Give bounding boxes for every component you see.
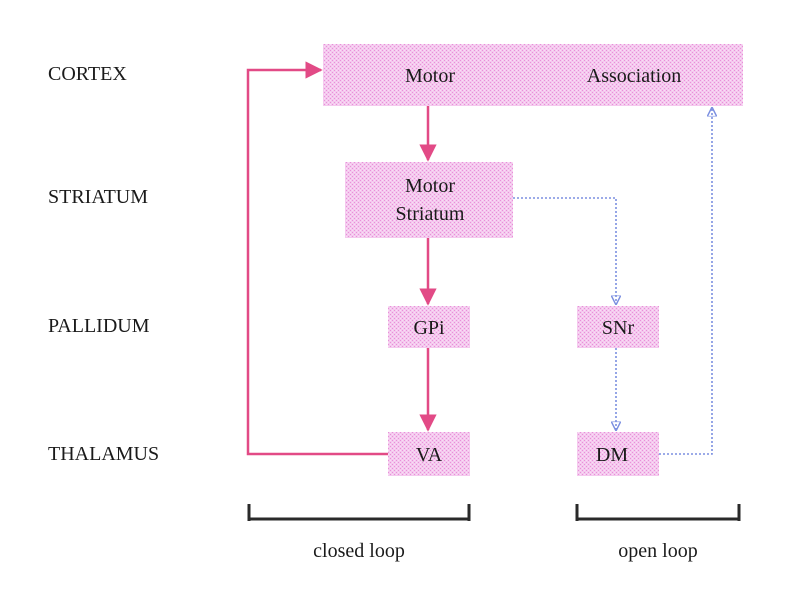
- arrow-va-to-motor-cortex: [246, 61, 388, 456]
- node-motor-striatum-line1: Motor: [405, 175, 455, 197]
- gpi-box: [388, 306, 470, 348]
- node-snr: SNr: [602, 317, 635, 339]
- node-motor-striatum-line2: Striatum: [396, 203, 465, 225]
- level-label-pallidum: PALLIDUM: [48, 315, 150, 337]
- node-va: VA: [416, 444, 443, 466]
- va-box: [388, 432, 470, 476]
- level-label-cortex: CORTEX: [48, 63, 127, 85]
- node-association-cortex: Association: [587, 65, 681, 87]
- dm-box: [577, 432, 659, 476]
- motor-striatum-box: [345, 162, 513, 238]
- arrow-striatum-to-snr: [513, 197, 616, 304]
- snr-box: [577, 306, 659, 348]
- closed-loop-bracket: [247, 504, 471, 521]
- open-loop-label: open loop: [618, 540, 697, 562]
- node-dm: DM: [596, 444, 628, 466]
- arrow-dm-to-association-cortex: [659, 108, 712, 455]
- closed-loop-label: closed loop: [313, 540, 405, 562]
- node-gpi: GPi: [413, 317, 445, 339]
- cortex-box: [323, 44, 743, 106]
- node-motor-cortex: Motor: [405, 65, 455, 87]
- level-label-striatum: STRIATUM: [48, 186, 148, 208]
- level-label-thalamus: THALAMUS: [48, 443, 159, 465]
- open-loop-bracket: [575, 504, 741, 521]
